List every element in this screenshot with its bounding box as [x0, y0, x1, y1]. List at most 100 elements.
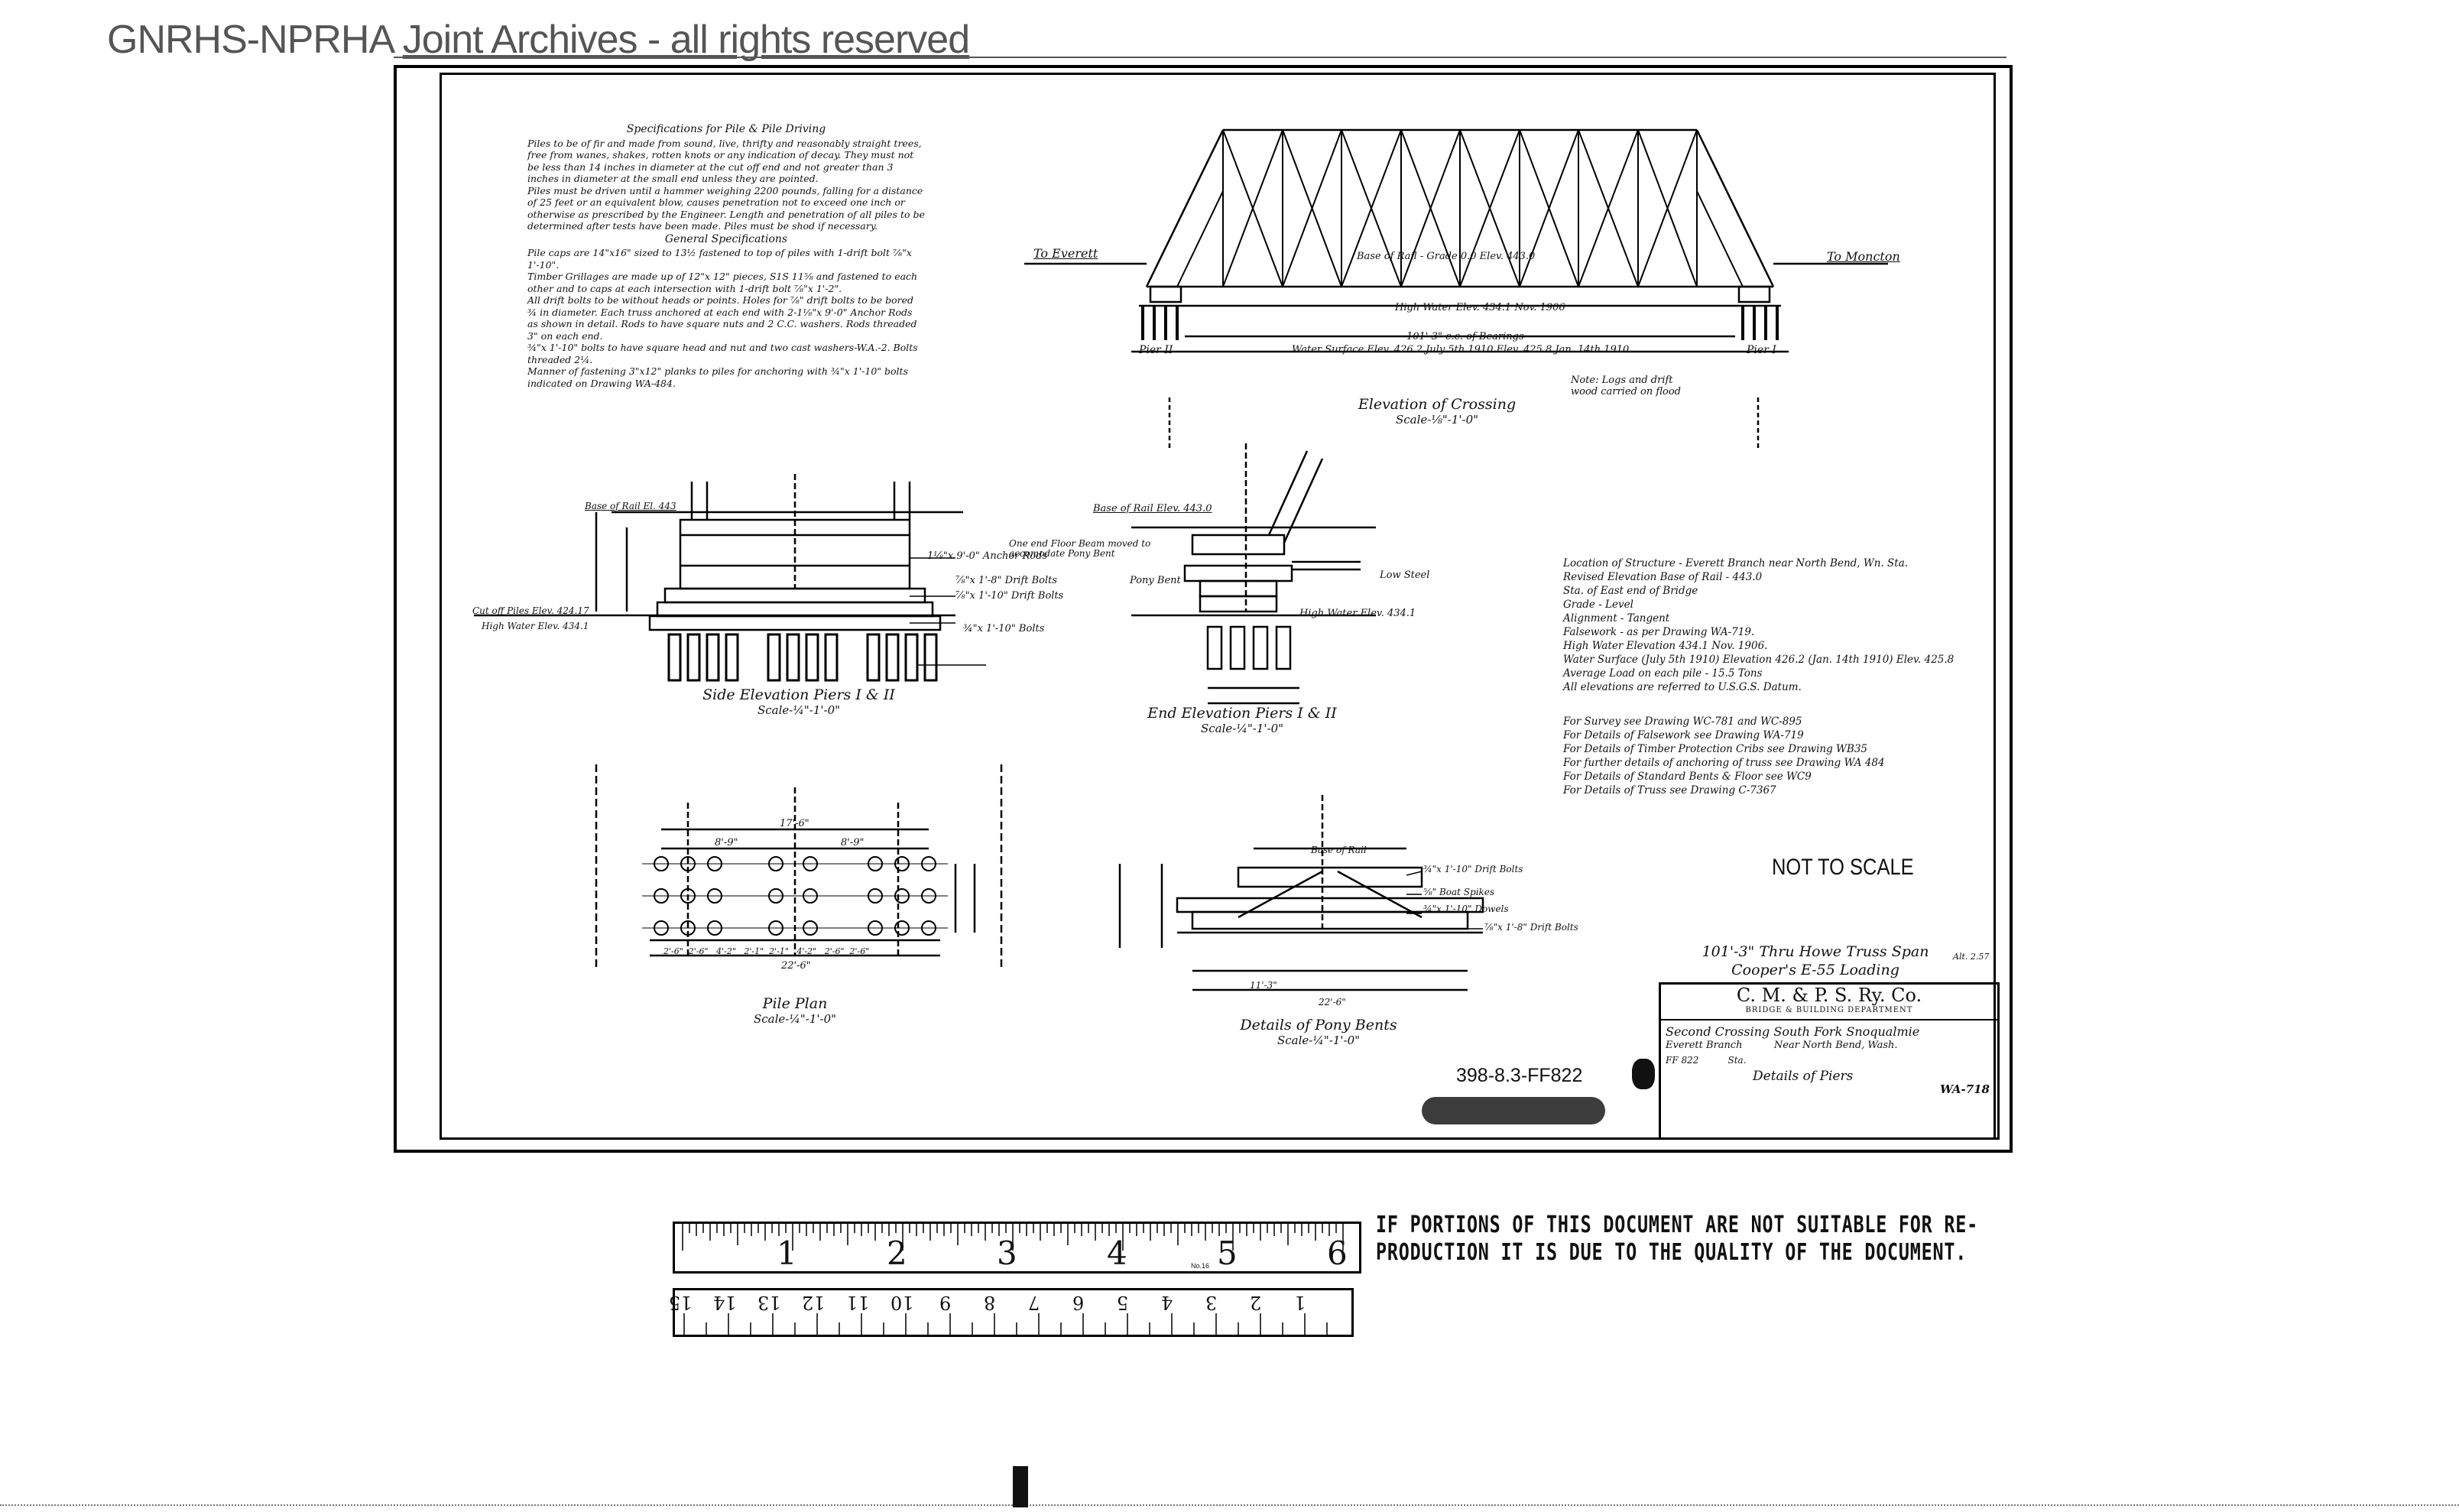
ink-scribble [1422, 1097, 1605, 1124]
caption-end-elevation: End Elevation Piers I & II Scale-¼"-1'-0… [1116, 705, 1368, 735]
cm-label: 14 [713, 1292, 737, 1313]
label-base-of-rail: Base of Rail - Grade 0.0 Elev. 443.0 [1357, 251, 1536, 262]
drawing-number: WA-718 [1939, 1082, 1990, 1096]
cm-label: 3 [1205, 1292, 1218, 1313]
caption-end-scale: Scale-¼"-1'-0" [1200, 722, 1284, 735]
cm-label: 12 [802, 1292, 826, 1313]
ref-line: For Details of Falsework see Drawing WA-… [1563, 729, 1804, 741]
title-block: C. M. & P. S. Ry. Co. BRIDGE & BUILDING … [1659, 982, 2000, 1140]
cm-label: 7 [1028, 1292, 1040, 1313]
archive-header: GNRHS-NPRHA Joint Archives - all rights … [107, 17, 970, 63]
label-pier-1: Pier I [1747, 344, 1776, 356]
pile-dim-right: 8'-9" [841, 837, 865, 848]
label-anchor-rods: 1⅛"x 9'-0" Anchor Rods [927, 550, 1048, 562]
label-low-steel: Low Steel [1380, 569, 1430, 581]
label-end-base: Base of Rail Elev. 443.0 [1093, 503, 1212, 514]
pony-dim-1: 11'-3" [1250, 980, 1277, 991]
note-line: Alignment - Tangent [1563, 612, 1670, 625]
inch-label: 5 [1217, 1235, 1238, 1272]
caption-pony-title: Details of Pony Bents [1240, 1017, 1397, 1033]
title-line-2: Everett Branch Near North Bend, Wash. [1666, 1040, 1898, 1051]
pile-dim-bottom: 22'-6" [781, 960, 811, 972]
notice-line-2: PRODUCTION IT IS DUE TO THE QUALITY OF T… [1376, 1239, 1968, 1266]
label-drift-bolts-1: ⅞"x 1'-8" Drift Bolts [955, 575, 1058, 586]
cm-ticks [683, 1313, 1328, 1335]
ref-line: For Details of Timber Protection Cribs s… [1563, 743, 1868, 755]
span-title-line-1: 101'-3" Thru Howe Truss Span [1702, 943, 1929, 960]
note-line: Grade - Level [1563, 599, 1633, 611]
note-line: Location of Structure - Everett Branch n… [1563, 557, 1909, 569]
caption-side-title: Side Elevation Piers I & II [702, 686, 895, 703]
end-elevation-drawing [1131, 443, 1376, 705]
ref-line: For Details of Standard Bents & Floor se… [1563, 771, 1812, 783]
cm-label: 10 [890, 1292, 914, 1313]
caption-elevation-of-crossing: Elevation of Crossing Scale-⅛"-1'-0" [1330, 396, 1544, 427]
header-rule [394, 57, 2006, 58]
cm-label: 5 [1117, 1292, 1129, 1313]
pony-bents-drawing [1118, 795, 1484, 991]
title-line-3: FF 822 Sta. [1666, 1055, 1747, 1066]
cm-label: 9 [939, 1292, 952, 1313]
note-line: High Water Elevation 434.1 Nov. 1906. [1563, 640, 1768, 652]
drawing-sheet [394, 65, 2013, 1153]
caption-pile-title: Pile Plan [762, 995, 828, 1012]
caption-side-scale: Scale-¼"-1'-0" [757, 703, 841, 717]
note-line: Falsework - as per Drawing WA-719. [1563, 626, 1755, 638]
drawing-references: For Survey see Drawing WC-781 and WC-895… [1563, 715, 1976, 797]
cm-label: 4 [1161, 1292, 1173, 1313]
title-line-4: Details of Piers [1753, 1069, 1854, 1084]
archive-stamp: 398-8.3-FF822 [1456, 1065, 1583, 1086]
cm-label: 6 [1072, 1292, 1085, 1313]
pony-base: Base of Rail [1311, 845, 1367, 855]
archive-prefix: GNRHS-NPRHA [107, 18, 403, 62]
cm-label: 2 [1250, 1292, 1262, 1313]
label-high-water: High Water Elev. 434.1 Nov. 1906 [1395, 302, 1565, 313]
label-pier-2: Pier II [1139, 344, 1173, 356]
cm-label: 11 [846, 1292, 870, 1313]
scan-edge-line [0, 1504, 2459, 1508]
caption-pony-bents: Details of Pony Bents Scale-¼"-1'-0" [1192, 1017, 1445, 1047]
note-line: Average Load on each pile - 15.5 Tons [1563, 667, 1763, 680]
pile-dim-left: 8'-9" [715, 837, 738, 848]
not-to-scale-label: NOT TO SCALE [1772, 855, 1914, 880]
cm-label: 8 [984, 1292, 996, 1313]
pony-bolt-4: ⅞"x 1'-8" Drift Bolts [1484, 922, 1578, 933]
label-to-everett: To Everett [1033, 246, 1098, 261]
span-title: 101'-3" Thru Howe Truss Span Cooper's E-… [1689, 943, 1942, 979]
label-side-high-water: High Water Elev. 434.1 [482, 621, 589, 631]
spec-para-3: Pile caps are 14"x16" sized to 13½ faste… [527, 247, 912, 271]
label-cutoff: Cut off Piles Elev. 424.17 [472, 605, 589, 616]
specifications-block: Specifications for Pile & Pile Driving P… [527, 122, 925, 389]
notice-line-1: IF PORTIONS OF THIS DOCUMENT ARE NOT SUI… [1376, 1212, 1979, 1238]
label-span: 101'-3" c.c. of Bearings [1406, 331, 1524, 342]
spec-heading: Specifications for Pile & Pile Driving [626, 123, 826, 135]
side-elevation-drawing [474, 474, 963, 682]
title-line-1: Second Crossing South Fork Snoqualmie [1666, 1024, 1920, 1039]
archive-rights: Joint Archives - all rights reserved [402, 18, 970, 62]
scan-marker [1013, 1466, 1028, 1507]
label-pony-bent: Pony Bent [1130, 575, 1181, 586]
spec-para-2: Piles must be driven until a hammer weig… [527, 184, 925, 232]
reproduction-notice: IF PORTIONS OF THIS DOCUMENT ARE NOT SUI… [1376, 1212, 1978, 1267]
project-notes: Location of Structure - Everett Branch n… [1563, 556, 1976, 694]
ref-line: For Survey see Drawing WC-781 and WC-895 [1563, 715, 1802, 728]
pony-dim-2: 22'-6" [1319, 997, 1346, 1007]
inch-label: 1 [777, 1235, 797, 1272]
pony-bolt-1: ¾"x 1'-10" Drift Bolts [1423, 864, 1523, 874]
ruler-model: No.16 [1191, 1262, 1210, 1270]
pony-bolt-3: ¾"x 1'-10" Dowels [1423, 904, 1509, 914]
caption-pile-scale: Scale-¼"-1'-0" [753, 1012, 837, 1026]
caption-side-elevation: Side Elevation Piers I & II Scale-¼"-1'-… [673, 686, 925, 717]
label-water-surface: Water Surface Elev. 426.2 July 5th 1910 … [1292, 344, 1630, 355]
note-line: Sta. of East end of Bridge [1563, 585, 1698, 597]
cm-label: 13 [757, 1292, 781, 1313]
note-line: Revised Elevation Base of Rail - 443.0 [1563, 571, 1763, 583]
cm-ruler: 1 2 3 4 5 6 7 8 9 10 11 12 13 14 15 [669, 1288, 1354, 1337]
spec-para-7: Manner of fastening 3"x12" planks to pil… [527, 365, 908, 389]
ink-blot [1632, 1059, 1655, 1089]
company-name: C. M. & P. S. Ry. Co. [1736, 985, 1922, 1006]
inch-ruler: 1 2 3 4 5 6 No.16 [673, 1222, 1361, 1274]
note-line: Water Surface (July 5th 1910) Elevation … [1563, 654, 1955, 666]
inch-label: 6 [1327, 1235, 1348, 1272]
